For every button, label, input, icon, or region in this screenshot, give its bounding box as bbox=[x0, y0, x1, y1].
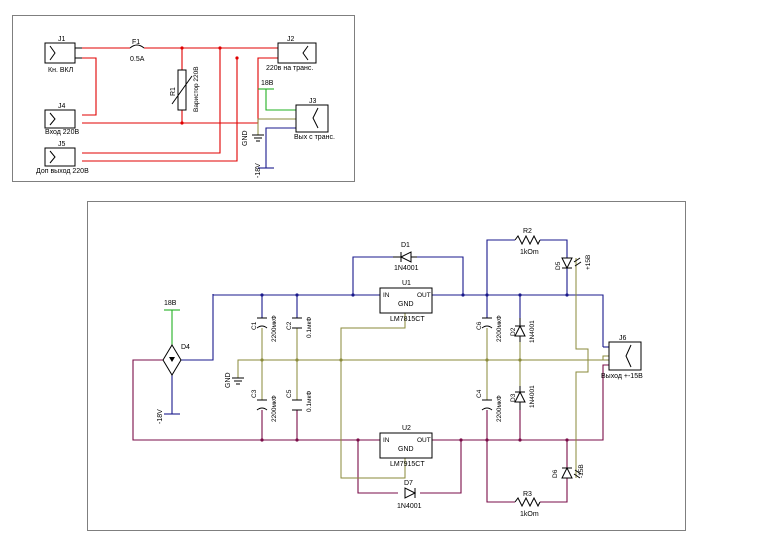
u2-pin-in: IN bbox=[383, 437, 390, 444]
j6-ref: J6 bbox=[619, 335, 627, 342]
d5-value: +15В bbox=[585, 255, 592, 270]
j6-connector: J6 Выход +-15В bbox=[601, 335, 643, 380]
u2-regulator: IN OUT GND U2 LM7915CT bbox=[379, 425, 433, 468]
top-gnd-label: GND bbox=[242, 130, 249, 146]
u2-ref: U2 bbox=[402, 425, 411, 432]
bottom-18v-label: 18В bbox=[164, 300, 177, 307]
r1-varistor: R1 Варистор 220В bbox=[170, 66, 200, 112]
d5-led: D5 +15В bbox=[555, 255, 592, 270]
bridge-18v-wire bbox=[164, 309, 180, 345]
d3-diode: D3 1N4001 bbox=[510, 385, 536, 410]
c6-ref: C6 bbox=[476, 321, 483, 330]
r3-value: 1kOm bbox=[520, 511, 539, 518]
c6-value: 2200мкФ bbox=[496, 315, 503, 342]
r2-resistor: R2 1kOm bbox=[514, 228, 541, 256]
j4-ref: J4 bbox=[58, 103, 66, 110]
bottom-schematic-frame bbox=[87, 201, 686, 531]
bottom-gnd-label: GND bbox=[225, 372, 232, 388]
c5-value: 0.1мкФ bbox=[306, 391, 313, 412]
d3-value: 1N4001 bbox=[529, 385, 536, 408]
d4-ref: D4 bbox=[181, 344, 190, 351]
c1-capacitor: C1 2200мкФ bbox=[251, 315, 278, 342]
j3-ref: J3 bbox=[309, 98, 317, 105]
j3-name: Вых с транс. bbox=[294, 134, 335, 141]
top-ac-wires bbox=[82, 46, 278, 162]
d6-ref: D6 bbox=[552, 469, 559, 478]
f1-ref: F1 bbox=[132, 39, 140, 46]
c2-ref: C2 bbox=[286, 321, 293, 330]
r2-value: 1kOm bbox=[520, 249, 539, 256]
j2-connector: J2 220в на транс. bbox=[266, 36, 317, 72]
u2-value: LM7915CT bbox=[390, 461, 425, 468]
d2-value: 1N4001 bbox=[529, 320, 536, 343]
j5-ref: J5 bbox=[58, 141, 66, 148]
c2-value: 0.1мкФ bbox=[306, 317, 313, 338]
u1-pin-out: OUT bbox=[417, 292, 431, 299]
j4-connector: J4 Вход 220В bbox=[44, 103, 79, 136]
j5-connector: J5 Доп выход 220В bbox=[36, 141, 89, 175]
j1-ref: J1 bbox=[58, 36, 66, 43]
j1-connector: J1 Кн. ВКЛ bbox=[44, 36, 82, 74]
top-schematic-frame bbox=[12, 15, 355, 182]
u2-pin-gnd: GND bbox=[398, 446, 414, 453]
d5-ref: D5 bbox=[555, 261, 562, 270]
c3-capacitor: C3 2200мкФ bbox=[251, 389, 278, 422]
d7-diode: D7 1N4001 bbox=[397, 480, 422, 510]
u1-value: LM7815CT bbox=[390, 316, 425, 323]
r3-resistor: R3 1kOm bbox=[514, 491, 541, 518]
u1-regulator: IN OUT GND U1 LM7815CT bbox=[379, 280, 433, 323]
d1-value: 1N4001 bbox=[394, 265, 419, 272]
r1-ref: R1 bbox=[170, 87, 177, 96]
d7-value: 1N4001 bbox=[397, 503, 422, 510]
d1-diode: D1 1N4001 bbox=[393, 242, 419, 272]
r2-ref: R2 bbox=[523, 228, 532, 235]
u2-pin-out: OUT bbox=[417, 437, 431, 444]
j3-connector: J3 Вых с транс. bbox=[294, 98, 335, 141]
c1-ref: C1 bbox=[251, 321, 258, 330]
c4-ref: C4 bbox=[476, 389, 483, 398]
j2-ref: J2 bbox=[287, 36, 295, 43]
c2-capacitor: C2 0.1мкФ bbox=[286, 317, 313, 338]
r1-value: Варистор 220В bbox=[193, 66, 200, 112]
bridge-minus18-wire bbox=[164, 375, 180, 415]
c3-ref: C3 bbox=[251, 389, 258, 398]
j2-name: 220в на транс. bbox=[266, 65, 313, 72]
j5-name: Доп выход 220В bbox=[36, 168, 89, 175]
ground-net bbox=[232, 258, 609, 479]
d6-value: -15В bbox=[578, 464, 585, 478]
d3-ref: D3 bbox=[510, 393, 517, 402]
top-18v-label: 18В bbox=[261, 80, 274, 87]
j4-name: Вход 220В bbox=[45, 129, 79, 136]
top-18v-wire bbox=[258, 88, 296, 111]
j1-name: Кн. ВКЛ bbox=[48, 67, 74, 74]
d4-bridge-rectifier: D4 bbox=[162, 344, 190, 376]
c3-value: 2200мкФ bbox=[271, 395, 278, 422]
c1-value: 2200мкФ bbox=[271, 315, 278, 342]
c5-capacitor: C5 0.1мкФ bbox=[286, 389, 313, 412]
bottom-minus18-label: -18V bbox=[157, 409, 164, 424]
c5-ref: C5 bbox=[286, 389, 293, 398]
d2-ref: D2 bbox=[510, 327, 517, 336]
c4-value: 2200мкФ bbox=[496, 395, 503, 422]
u1-ref: U1 bbox=[402, 280, 411, 287]
positive-rail bbox=[181, 239, 609, 361]
d1-ref: D1 bbox=[401, 242, 410, 249]
d7-ref: D7 bbox=[404, 480, 413, 487]
c4-capacitor: C4 2200мкФ bbox=[476, 389, 503, 422]
u1-pin-gnd: GND bbox=[398, 301, 414, 308]
d6-led: D6 -15В bbox=[552, 464, 585, 479]
f1-value: 0.5A bbox=[130, 56, 145, 63]
top-gnd-wire bbox=[252, 118, 296, 142]
r3-ref: R3 bbox=[523, 491, 532, 498]
u1-pin-in: IN bbox=[383, 292, 390, 299]
top-minus18-wire bbox=[258, 127, 296, 169]
c6-capacitor: C6 2200мкФ bbox=[476, 315, 503, 342]
f1-fuse: F1 0.5A bbox=[129, 39, 145, 63]
d2-diode: D2 1N4001 bbox=[510, 318, 536, 343]
j6-name: Выход +-15В bbox=[601, 373, 643, 380]
negative-rail bbox=[132, 359, 609, 503]
top-minus18-label: -18V bbox=[255, 163, 262, 178]
